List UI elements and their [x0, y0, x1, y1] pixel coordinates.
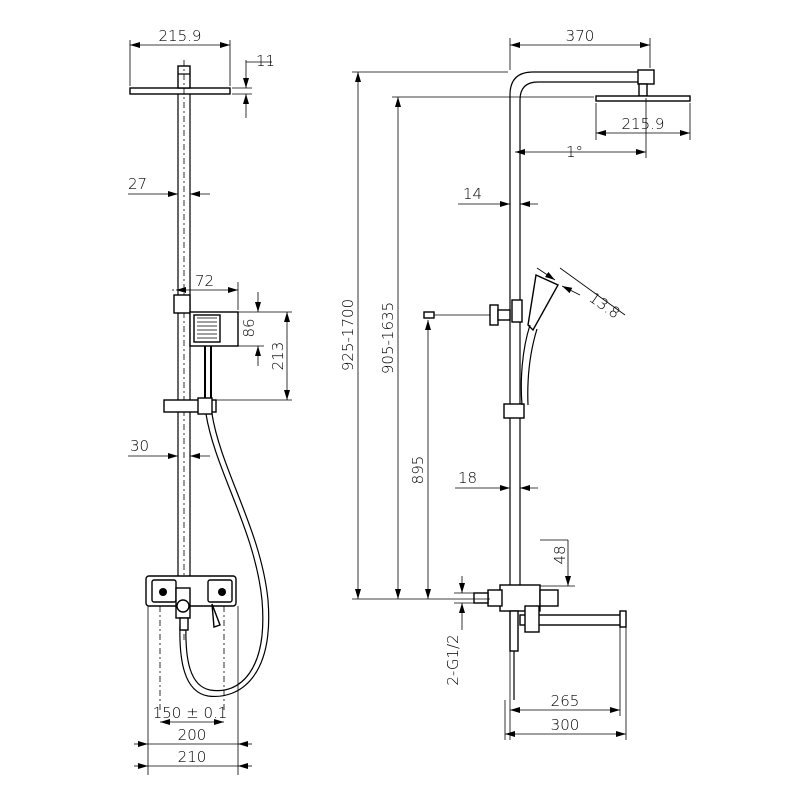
dim-label: 14 — [463, 185, 482, 203]
shower-hose — [179, 413, 270, 698]
dimension-lower-pipe: 18 — [455, 469, 538, 491]
mixer-valve — [473, 584, 627, 700]
dimension-upper-pipe: 14 — [458, 185, 538, 207]
dim-label: 86 — [240, 318, 258, 337]
dim-label: 30 — [130, 437, 149, 455]
hand-shower — [520, 267, 626, 406]
dim-label: 215.9 — [622, 115, 665, 133]
dimension-pipe-lower: 30 — [128, 437, 210, 459]
dimension-hand-shower: 13.8 — [586, 289, 624, 323]
dimension-spout: 265 300 — [504, 627, 627, 740]
mixer-valve — [145, 575, 237, 710]
dimension-holder-height: 86 — [238, 292, 292, 366]
dimension-head-height: 905-1635 — [379, 96, 594, 599]
dim-label: 200 — [178, 726, 207, 744]
dimension-head-width: 215.9 — [595, 103, 691, 140]
hand-shower-holder — [173, 294, 239, 400]
front-view: 215.9 11 27 72 86 — [128, 27, 292, 775]
dim-label: 150 ± 0.1 — [153, 704, 228, 722]
riser-pipe — [177, 60, 191, 640]
dimension-total-height: 925-1700 — [339, 71, 508, 600]
dimension-arm-reach: 370 — [509, 27, 651, 70]
dimension-head-thickness: 11 — [232, 52, 275, 118]
dimension-holder-offset: 213 — [216, 312, 292, 401]
dimension-holder-height: 895 — [409, 320, 431, 599]
dim-label: 2-G1/2 — [444, 634, 462, 685]
overhead-shower-head — [595, 95, 691, 102]
side-view: 370 215.9 1° 14 13.8 925-1700 — [339, 27, 691, 740]
slider-bar — [163, 397, 217, 415]
dim-label: 18 — [458, 469, 477, 487]
hand-shower-holder — [423, 299, 525, 419]
dimension-head-angle: 1° — [515, 98, 647, 161]
dim-label: 905-1635 — [379, 302, 397, 374]
dimension-bottom: 150 ± 0.1 200 210 — [134, 606, 252, 775]
dim-label: 27 — [128, 175, 147, 193]
dim-label: 215.9 — [159, 27, 202, 45]
dim-label: 265 — [551, 692, 580, 710]
dim-label: 210 — [178, 748, 207, 766]
dim-label: 300 — [551, 716, 580, 734]
dim-label: 48 — [551, 545, 569, 564]
dim-label: 72 — [195, 272, 214, 290]
dim-label: 13.8 — [586, 289, 624, 323]
dim-label: 1° — [566, 143, 583, 161]
dim-label: 370 — [566, 27, 595, 45]
dimension-pipe-upper: 27 — [128, 175, 210, 197]
dim-label: 11 — [256, 52, 275, 70]
dimension-head-width: 215.9 — [129, 27, 231, 86]
overhead-shower-head — [129, 65, 231, 95]
dimension-inlet-thread: 2-G1/2 — [444, 576, 474, 686]
dim-label: 895 — [409, 456, 427, 485]
shower-arm — [509, 69, 655, 590]
dim-label: 213 — [269, 342, 287, 371]
dimension-holder-width: 72 — [172, 272, 239, 310]
dim-label: 925-1700 — [339, 299, 357, 371]
dimension-mixer-offset: 48 — [540, 539, 575, 587]
